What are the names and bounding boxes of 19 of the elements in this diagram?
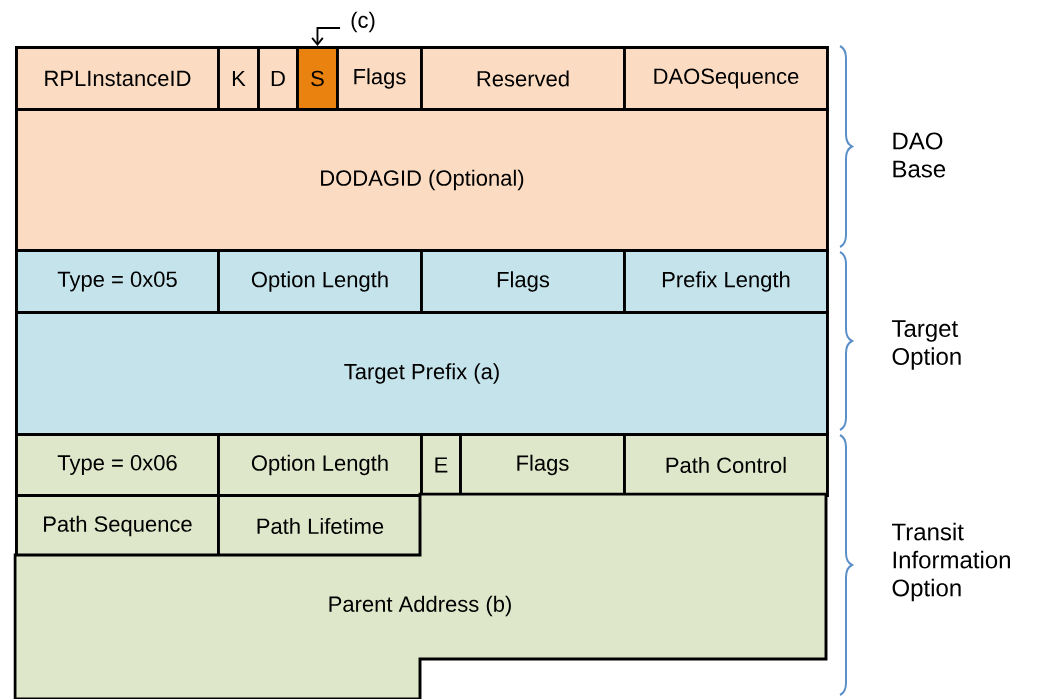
field-cell: Prefix Length	[623, 249, 829, 314]
callout-label: (c)	[351, 11, 375, 33]
field-cell: S	[296, 46, 339, 111]
field-cell: Type = 0x06	[15, 433, 220, 497]
field-cell: DAOSequence	[623, 46, 829, 111]
field-cell: Path Control	[623, 433, 829, 497]
field-cell: Flags	[420, 249, 626, 314]
section-label: DAO Base	[893, 132, 946, 178]
field-cell: K	[217, 46, 260, 111]
field-cell: Type = 0x05	[15, 249, 220, 314]
field-cell: D	[257, 46, 299, 111]
field-cell: Path Lifetime	[217, 494, 423, 558]
field-cell: E	[420, 433, 462, 497]
section-label: Transit Information Option	[892, 522, 1010, 602]
field-cell: Option Length	[217, 249, 423, 314]
section-label: Target Option	[892, 320, 961, 370]
leader-line	[311, 27, 341, 46]
field-cell: Path Sequence	[15, 494, 220, 558]
field-cell: Flags	[336, 46, 423, 111]
